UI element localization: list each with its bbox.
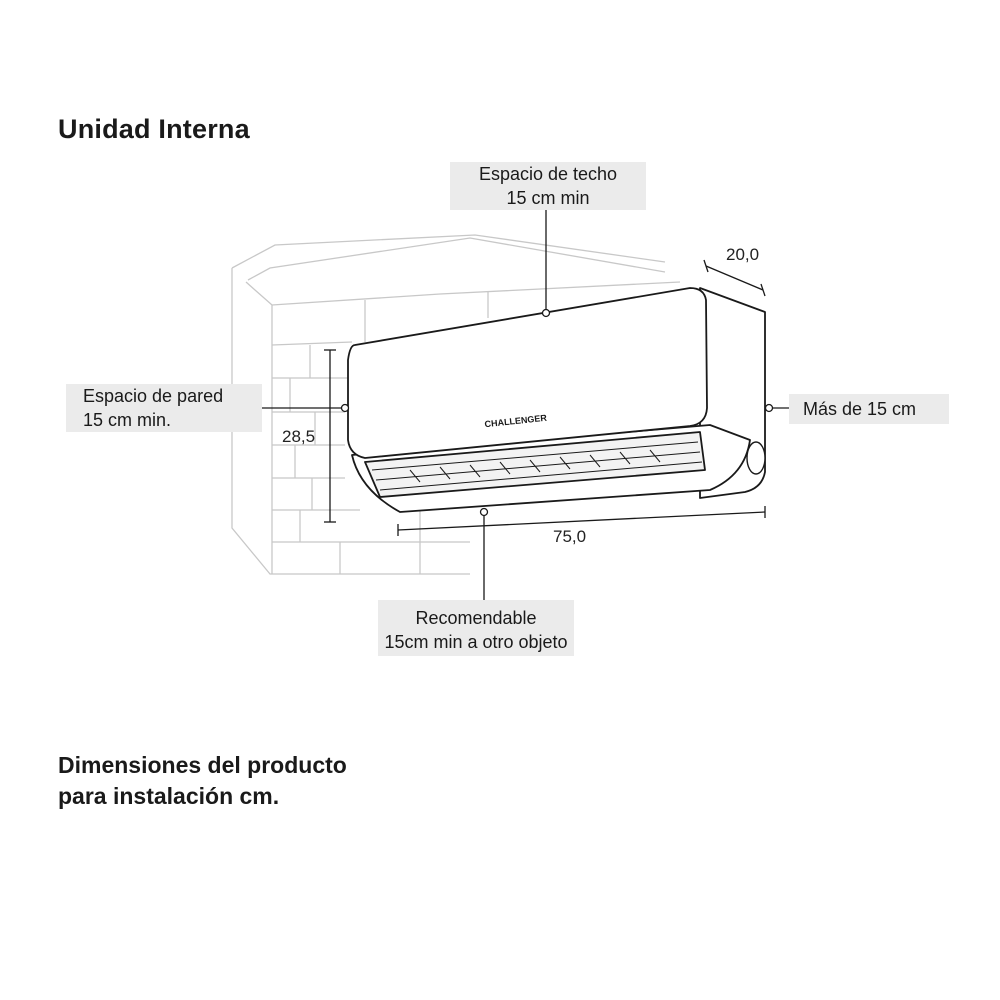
callout-ceiling-line2: 15 cm min — [506, 188, 590, 208]
page-title: Unidad Interna — [58, 114, 250, 144]
callout-front-clearance: Recomendable 15cm min a otro objeto — [378, 600, 574, 656]
callout-side-line1: Más de 15 cm — [803, 399, 917, 419]
callout-ceiling-line1: Espacio de techo — [478, 164, 618, 184]
callout-wall-line2: 15 cm min. — [83, 410, 172, 430]
dimension-height-label: 28,5 — [282, 427, 316, 446]
footer-line2: para instalación cm. — [58, 783, 280, 809]
louver-vanes — [409, 449, 661, 483]
dimension-depth-label: 20,0 — [726, 245, 760, 264]
indoor-unit — [347, 287, 766, 513]
dimension-lines — [324, 259, 766, 536]
footer-line1: Dimensiones del producto — [58, 752, 347, 778]
footer-caption: Dimensiones del producto para instalació… — [58, 750, 347, 812]
callout-front-line1: Recomendable — [415, 608, 537, 628]
callout-side-clearance: Más de 15 cm — [789, 394, 949, 424]
callout-wall-clearance: Espacio de pared 15 cm min. — [66, 384, 262, 432]
callout-leaders — [262, 210, 789, 600]
callout-ceiling-clearance: Espacio de techo 15 cm min — [450, 162, 646, 210]
callout-wall-line1: Espacio de pared — [83, 386, 224, 406]
dimension-width-label: 75,0 — [553, 527, 587, 546]
callout-front-line2: 15cm min a otro objeto — [384, 632, 568, 652]
